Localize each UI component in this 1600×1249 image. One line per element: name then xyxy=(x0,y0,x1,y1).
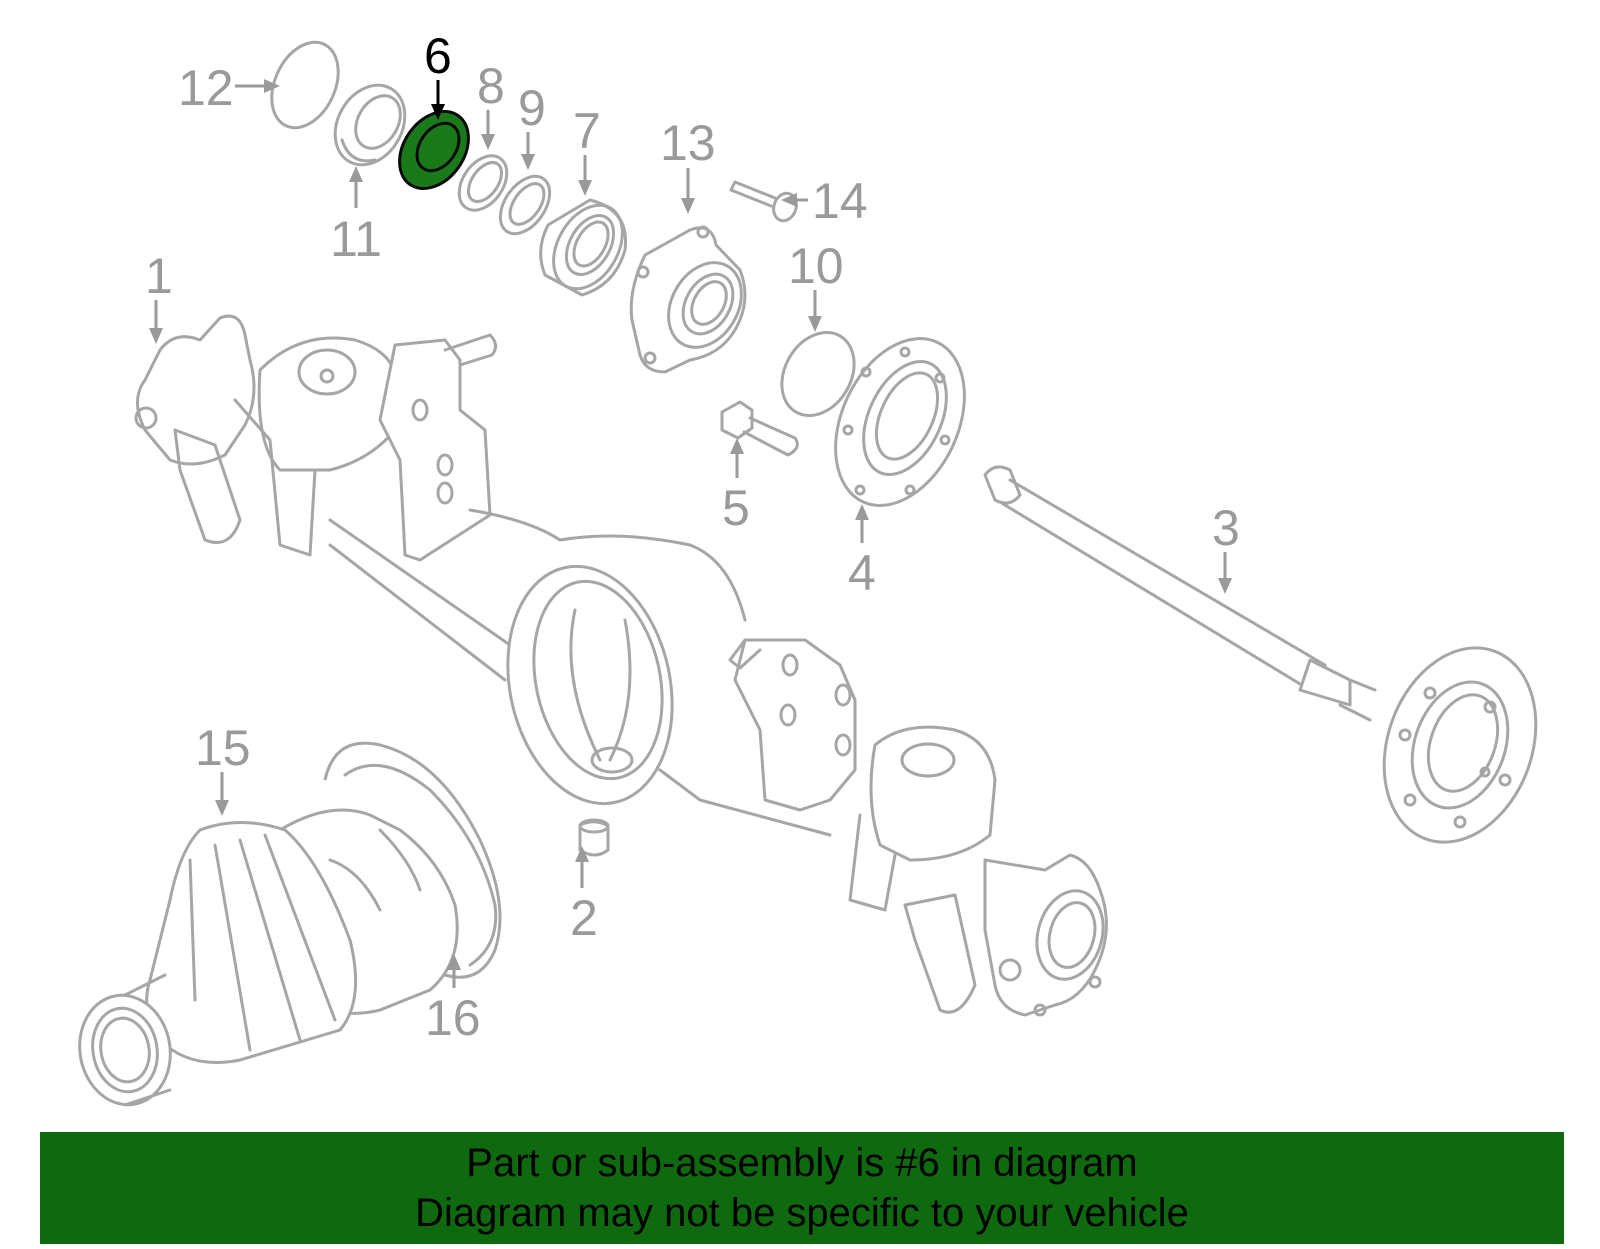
part-5-bolt[interactable] xyxy=(720,400,799,457)
part-10-o-ring[interactable] xyxy=(767,319,868,428)
callout-7: 7 xyxy=(573,103,601,159)
part-12-o-ring[interactable] xyxy=(259,32,351,139)
part-9-shim[interactable] xyxy=(490,167,559,242)
callout-12: 12 xyxy=(178,60,234,116)
info-banner: Part or sub-assembly is #6 in diagram Di… xyxy=(40,1132,1564,1244)
part-13-bearing-retainer[interactable] xyxy=(629,225,756,374)
part-7-bearing[interactable] xyxy=(539,193,637,301)
callout-8: 8 xyxy=(477,58,505,114)
part-3-axle-shaft[interactable] xyxy=(983,465,1562,864)
part-15-differential-carrier[interactable] xyxy=(71,808,459,1112)
banner-line-disclaimer: Diagram may not be specific to your vehi… xyxy=(415,1191,1189,1235)
part-8-shim[interactable] xyxy=(449,147,516,219)
part-1-axle-housing[interactable] xyxy=(134,314,1113,1017)
banner-line-part-number: Part or sub-assembly is #6 in diagram xyxy=(466,1141,1138,1185)
callout-2: 2 xyxy=(570,890,598,946)
callout-6: 6 xyxy=(424,28,452,84)
part-6-oil-seal-highlighted[interactable] xyxy=(385,98,482,201)
callout-5: 5 xyxy=(722,480,750,536)
callout-9: 9 xyxy=(518,80,546,136)
leader-arrows xyxy=(149,79,1232,988)
callout-1: 1 xyxy=(145,248,173,304)
callout-3: 3 xyxy=(1212,500,1240,556)
callout-4: 4 xyxy=(848,545,876,601)
part-4-gasket[interactable] xyxy=(810,318,990,527)
callout-10: 10 xyxy=(788,238,844,294)
callout-15: 15 xyxy=(195,720,251,776)
axle-exploded-diagram: 12 6 8 9 7 13 14 11 1 10 5 3 4 15 2 16 xyxy=(71,28,1562,1112)
part-11-seal[interactable] xyxy=(321,73,418,178)
part-14-bolt[interactable] xyxy=(729,180,800,224)
callout-14: 14 xyxy=(812,173,868,229)
callout-11: 11 xyxy=(330,211,382,267)
callout-16: 16 xyxy=(425,990,481,1046)
callout-13: 13 xyxy=(660,115,716,171)
part-2-plug[interactable] xyxy=(578,818,610,857)
